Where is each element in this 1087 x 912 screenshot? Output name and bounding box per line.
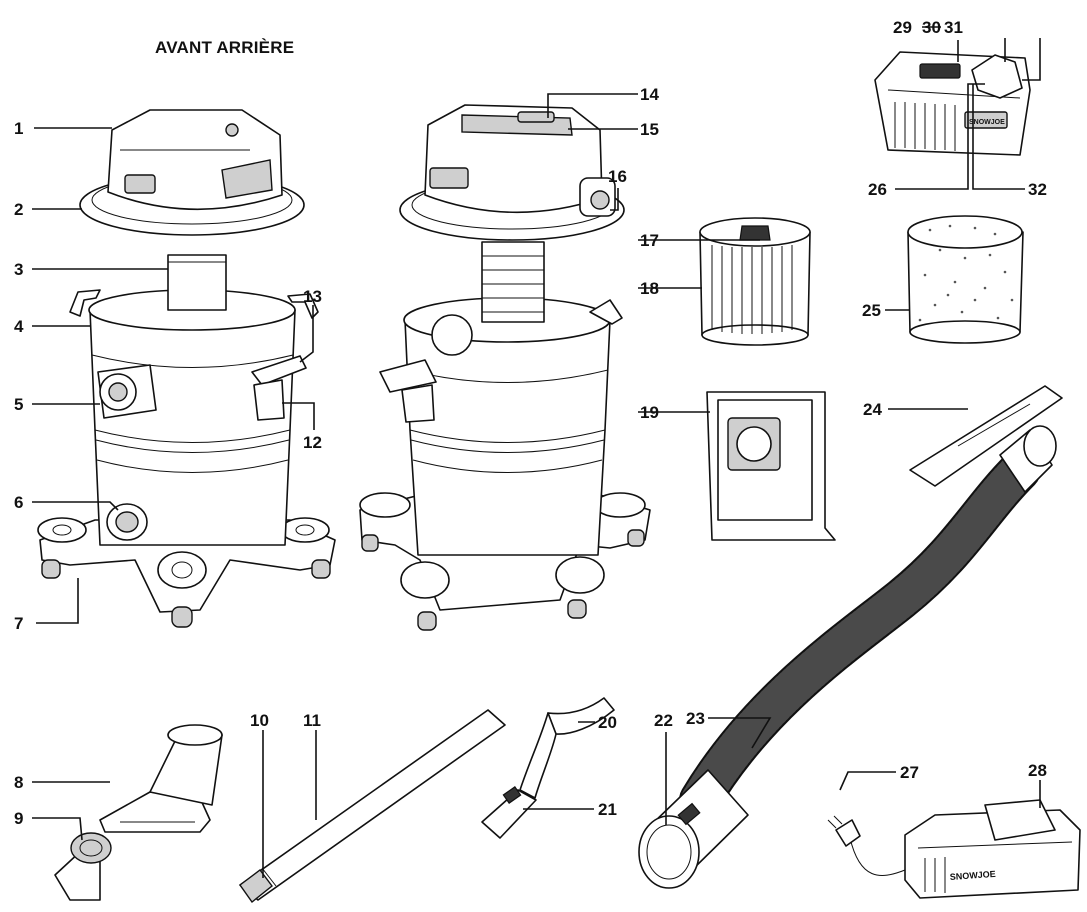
view-label: AVANT ARRIÈRE <box>155 38 294 57</box>
callout-7: 7 <box>14 614 23 633</box>
callout-32: 32 <box>1028 180 1047 199</box>
battery-pack: SNOWJOE <box>874 51 1031 156</box>
callout-12: 12 <box>303 433 322 452</box>
rear-motor-head <box>399 104 625 323</box>
front-drum <box>69 289 319 546</box>
leader-lines <box>32 38 1041 878</box>
callout-13: 13 <box>303 287 322 306</box>
callout-2: 2 <box>14 200 23 219</box>
callout-16: 16 <box>608 167 627 186</box>
extension-wand <box>239 709 506 904</box>
callout-27: 27 <box>900 763 919 782</box>
callout-20: 20 <box>598 713 617 732</box>
front-vacuum <box>37 109 336 628</box>
callout-17: 17 <box>640 231 659 250</box>
rear-vacuum <box>359 104 651 631</box>
battery-charger: SNOWJOE <box>827 799 1081 899</box>
curved-wand <box>481 697 615 839</box>
callout-10: 10 <box>250 711 269 730</box>
front-motor-head <box>79 109 305 311</box>
callout-19: 19 <box>640 403 659 422</box>
callout-numbers: 1 2 3 4 5 6 7 8 9 10 11 12 13 14 15 16 1… <box>14 18 1047 828</box>
callout-21: 21 <box>598 800 617 819</box>
rear-drum <box>379 297 623 556</box>
callout-11: 11 <box>303 711 321 730</box>
flex-hose <box>638 425 1057 889</box>
floor-nozzle <box>99 724 223 833</box>
callout-23: 23 <box>686 709 705 728</box>
callout-29: 29 <box>893 18 912 37</box>
crevice-tool <box>909 385 1063 487</box>
callout-28: 28 <box>1028 761 1047 780</box>
foam-filter <box>907 215 1024 344</box>
callout-4: 4 <box>14 317 24 336</box>
dust-bag <box>706 391 836 541</box>
callout-15: 15 <box>640 120 659 139</box>
callout-26: 26 <box>868 180 887 199</box>
battery-logo: SNOWJOE <box>969 119 1005 126</box>
callout-24: 24 <box>863 400 882 419</box>
callout-31: 31 <box>944 18 963 37</box>
callout-8: 8 <box>14 773 23 792</box>
callout-25: 25 <box>862 301 881 320</box>
callout-5: 5 <box>14 395 23 414</box>
callout-22: 22 <box>654 711 673 730</box>
callout-14: 14 <box>640 85 659 104</box>
callout-1: 1 <box>14 119 23 138</box>
charger-logo: SNOWJOE <box>949 869 996 882</box>
callout-3: 3 <box>14 260 23 279</box>
callout-9: 9 <box>14 809 23 828</box>
callout-18: 18 <box>640 279 659 298</box>
adapter <box>54 832 112 901</box>
callout-6: 6 <box>14 493 23 512</box>
cartridge-filter <box>699 217 811 346</box>
